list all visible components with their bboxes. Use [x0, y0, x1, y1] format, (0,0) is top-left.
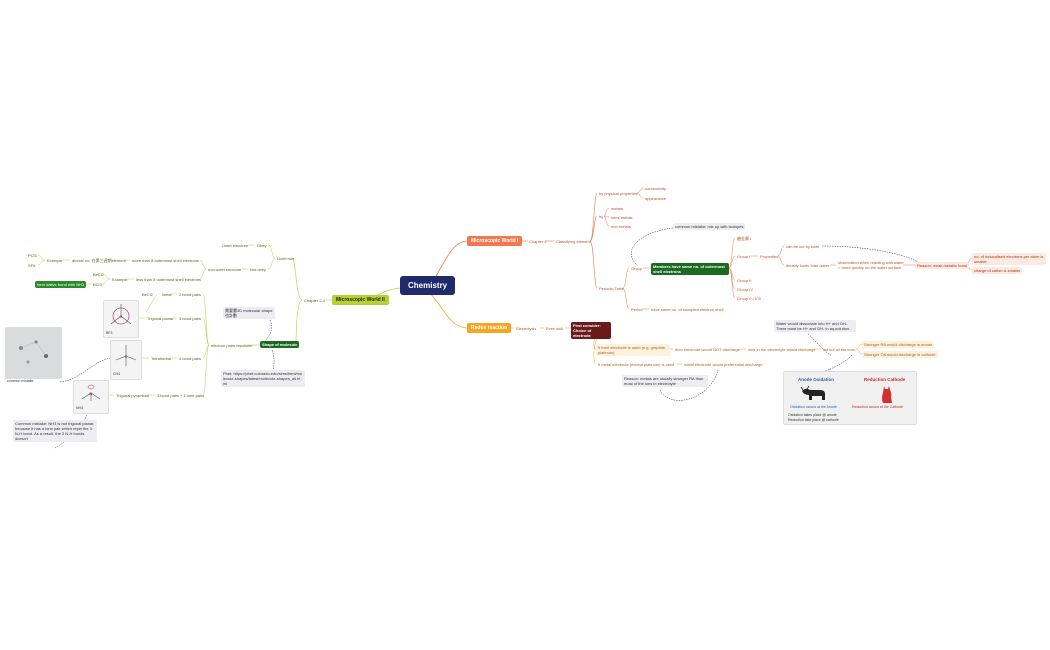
- electrode-not-discharge[interactable]: then electrode would NOT discharge: [675, 347, 740, 352]
- can-be-cut-by-knife[interactable]: can be cut by knife: [786, 244, 820, 249]
- classifying-element[interactable]: Classifying element: [556, 239, 591, 244]
- nh3-common-mistake-note[interactable]: Common mistake: NH3 is not trigonal plan…: [13, 420, 97, 442]
- reduction-cathode-footer: Reduction take place @ cathode: [788, 418, 839, 422]
- oxidation-anode-footer: Oxidation takes place @ anode: [788, 413, 837, 417]
- linear[interactable]: linear: [162, 292, 172, 297]
- more-than-8-electrons[interactable]: more than 8 outermost shell electrons: [132, 258, 199, 263]
- stronger-ra-anode[interactable]: Stronger RA would discharge in anode: [862, 341, 935, 348]
- metals-stronger-ra-note[interactable]: Reason: metals are usually stronger RA t…: [622, 375, 708, 387]
- group-i[interactable]: Group I: [737, 254, 751, 259]
- branch-microscopic-world-1[interactable]: Microscopic World I: [467, 236, 523, 246]
- anode-oxidation-title: Anode Oxidation: [798, 377, 834, 382]
- nh3-structure-icon: N: [81, 384, 101, 401]
- first-consider-electrode[interactable]: First consider: Choice of electrode: [571, 322, 611, 339]
- reason-weak-metallic-bond[interactable]: Reason: weak metallic bond: [915, 262, 970, 269]
- list-out-ions[interactable]: list out all the ions: [823, 347, 855, 352]
- dative-bond-nh3[interactable]: form dative bond with NH3: [35, 281, 87, 288]
- semi-metals[interactable]: semi-metals: [611, 215, 633, 220]
- bcl3-example[interactable]: BCl3: [93, 282, 102, 287]
- trigonal-pyramidal[interactable]: Trigonal pyramidal: [116, 393, 149, 398]
- svg-text:B: B: [120, 314, 123, 319]
- shape-of-molecule[interactable]: Shape of molecule: [260, 341, 300, 348]
- example-2[interactable]: Example: [112, 277, 128, 282]
- water-dissociate-note[interactable]: Water would dissociate into H+ and OH-. …: [774, 320, 856, 332]
- group[interactable]: Group: [631, 266, 643, 271]
- charge-of-cation[interactable]: charge of cation is smaller: [972, 267, 1023, 274]
- nh3-label: NH3: [76, 406, 84, 410]
- molecule-model-photo-icon: [19, 340, 48, 364]
- obey[interactable]: Obey: [257, 243, 267, 248]
- reduction-cathode-title: Reduction Cathode: [864, 377, 906, 382]
- bf3-molecule-image: B BF3: [103, 300, 139, 338]
- delocalised-electrons[interactable]: no. of delocalised electrons per atom is…: [972, 253, 1046, 265]
- octet-rule[interactable]: Octet rule: [277, 256, 295, 261]
- by[interactable]: by: [599, 214, 604, 219]
- stronger-oa-cathode[interactable]: Stronger OA would discharge in cathode: [862, 351, 938, 358]
- group-definition[interactable]: Members have same no. of outermost shell…: [651, 263, 729, 275]
- ch4-label: CH4: [113, 372, 121, 376]
- svg-text:N: N: [90, 391, 93, 396]
- example-1[interactable]: Example: [47, 258, 63, 263]
- 3-bond-pairs[interactable]: 3 bond pairs: [179, 316, 202, 321]
- common-mistake-label: common mistake: [7, 379, 34, 383]
- atomic-no-third-period[interactable]: atomic no. 在第三週期element: [72, 258, 126, 263]
- common-mistake-photo: [5, 327, 62, 379]
- even-skill[interactable]: Even skill: [546, 326, 563, 331]
- group-ii[interactable]: Group II: [737, 278, 752, 283]
- period[interactable]: Period: [631, 307, 643, 312]
- chapter-4[interactable]: Chapter 4: [529, 239, 547, 244]
- pcl5[interactable]: PCl5: [28, 253, 37, 258]
- density-lower-than-water[interactable]: density lower than water: [786, 263, 830, 268]
- properties[interactable]: Properties: [760, 254, 779, 259]
- metals[interactable]: metals: [611, 206, 623, 211]
- svg-text:C: C: [125, 354, 128, 359]
- group-0-viii[interactable]: Group 0 / VIII: [737, 296, 761, 301]
- non-metals[interactable]: non-metals: [611, 224, 631, 229]
- sf6[interactable]: SF6: [28, 263, 36, 268]
- 4-bond-pairs[interactable]: 4 bond pairs: [179, 356, 202, 361]
- metal-electrode-discharge[interactable]: metal electrode would preferential disch…: [684, 362, 763, 367]
- ox-icon: [800, 385, 825, 400]
- central-topic[interactable]: Chemistry: [400, 276, 456, 295]
- 3-bond-plus-1-lone[interactable]: 3 bond pairs + 1 lone pairs: [157, 393, 205, 398]
- observation-water[interactable]: observation when reacting with water = m…: [838, 260, 904, 270]
- octet-structure[interactable]: Octet structure: [222, 243, 249, 248]
- periodic-table[interactable]: Periodic Table: [599, 286, 625, 291]
- phet-link-note[interactable]: Phet: https://phet.colorado.edu/sims/htm…: [221, 370, 305, 387]
- ch4-structure-icon: C: [115, 345, 137, 366]
- metal-electrode[interactable]: If metal electrode (except platinum) is …: [598, 362, 675, 367]
- not-obey[interactable]: Not obey: [250, 267, 267, 272]
- less-than-8-electrons[interactable]: less than 8 outermost shell electrons: [136, 277, 201, 282]
- branch-microscopic-world-2[interactable]: Microscopic World II: [332, 295, 389, 305]
- bf3-label: BF3: [106, 331, 113, 335]
- becl2-shape[interactable]: BeCl2: [142, 292, 153, 297]
- appearance[interactable]: appearance: [645, 196, 667, 201]
- 3d-shape-note[interactable]: 需要畫3D molecular shape 也計數: [223, 307, 275, 319]
- common-mistake-isotopes-note[interactable]: common mistake: mix up with isotopes: [673, 223, 746, 230]
- by-physical-properties[interactable]: by physical properties: [599, 191, 638, 196]
- electron-pairs-repulsion[interactable]: electron pairs repulsion: [211, 343, 253, 348]
- cathode-caption: Reduction occurs at the Cathode: [852, 405, 903, 409]
- chapter-2-4[interactable]: Chapter 2.4: [304, 298, 325, 303]
- nh3-molecule-image: N NH3: [73, 380, 109, 414]
- 2-bond-pairs[interactable]: 2 bond pairs: [179, 292, 202, 297]
- trigonal-planar[interactable]: Trigonal planar: [147, 316, 174, 321]
- period-definition[interactable]: have same no. of occupied electron shell: [651, 307, 724, 312]
- inert-electrode[interactable]: If inert electrode is used (e.g. graphit…: [596, 344, 670, 356]
- becl2-example[interactable]: BeCl2: [93, 272, 104, 277]
- electrolysis[interactable]: Electrolysis: [516, 326, 537, 331]
- cat-icon: [882, 386, 892, 403]
- branch-redox-reaction[interactable]: Redox reaction: [467, 323, 512, 333]
- tetrahedral[interactable]: Tetrahedral: [151, 356, 172, 361]
- alkali-metals-label[interactable]: 鹼金屬 I: [737, 236, 752, 241]
- non-octet-structure[interactable]: non-octet structure: [208, 267, 242, 272]
- ions-discharge[interactable]: ions in the electrolyte would discharge: [748, 347, 816, 352]
- ch4-molecule-image: C CH4: [110, 340, 142, 380]
- group-iv[interactable]: Group IV: [737, 287, 754, 292]
- anode-cathode-card: Anode Oxidation Reduction Cathode Oxidat…: [783, 371, 917, 425]
- conductivity[interactable]: conductivity: [645, 186, 666, 191]
- anode-caption: Oxidation occurs at the Anode: [790, 405, 837, 409]
- bf3-structure-icon: B: [110, 304, 132, 325]
